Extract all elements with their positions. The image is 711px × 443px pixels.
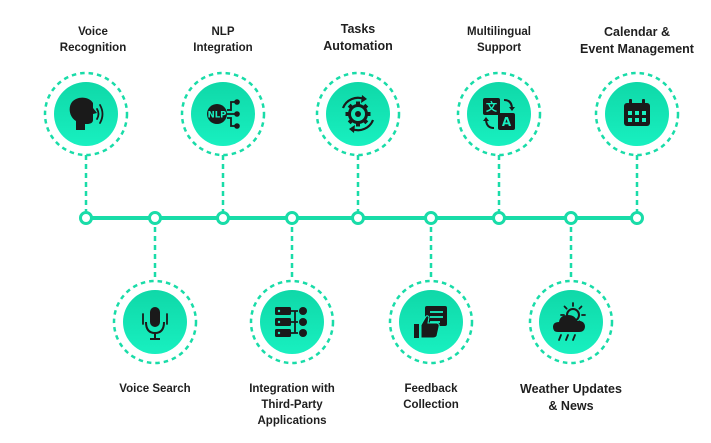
microphone-icon <box>142 307 168 340</box>
dashed-ring <box>315 71 401 157</box>
dashed-ring <box>594 71 680 157</box>
timeline-node-9 <box>630 211 644 225</box>
timeline-node-4 <box>285 211 299 225</box>
dashed-ring <box>249 279 335 365</box>
timeline-node-3 <box>216 211 230 225</box>
bottom-feature-3 <box>388 279 474 365</box>
dashed-ring <box>180 71 266 157</box>
nlp-nodes-icon: NLP <box>207 99 240 129</box>
calendar-icon <box>624 99 650 126</box>
dashed-ring <box>528 279 614 365</box>
dashed-ring <box>43 71 129 157</box>
timeline-node-2 <box>148 211 162 225</box>
bottom-feature-2 <box>249 279 335 365</box>
timeline-node-1 <box>79 211 93 225</box>
svg-text:A: A <box>502 115 512 129</box>
label-weather-updates-news: Weather Updates& News <box>520 382 622 413</box>
top-feature-1 <box>43 71 129 157</box>
top-feature-3 <box>315 71 401 157</box>
label-calendar-event-management: Calendar &Event Management <box>580 25 694 56</box>
timeline-node-6 <box>424 211 438 225</box>
bottom-feature-1 <box>112 279 198 365</box>
timeline-node-8 <box>564 211 578 225</box>
bottom-feature-4 <box>528 279 614 365</box>
feedback-icon <box>414 306 447 339</box>
weather-icon <box>553 302 586 341</box>
label-voice-search: Voice Search <box>119 383 191 395</box>
dashed-ring <box>456 71 542 157</box>
dashed-ring <box>388 279 474 365</box>
integration-icon <box>275 307 307 337</box>
top-feature-4: 文A <box>456 71 542 157</box>
speaking-head-icon <box>69 97 104 130</box>
dashed-ring <box>112 279 198 365</box>
timeline-node-5 <box>351 211 365 225</box>
translate-icon: 文A <box>483 98 515 130</box>
svg-text:文: 文 <box>486 100 498 114</box>
top-feature-2: NLP <box>180 71 266 157</box>
timeline-node-7 <box>492 211 506 225</box>
svg-text:NLP: NLP <box>208 111 227 121</box>
top-feature-5 <box>594 71 680 157</box>
